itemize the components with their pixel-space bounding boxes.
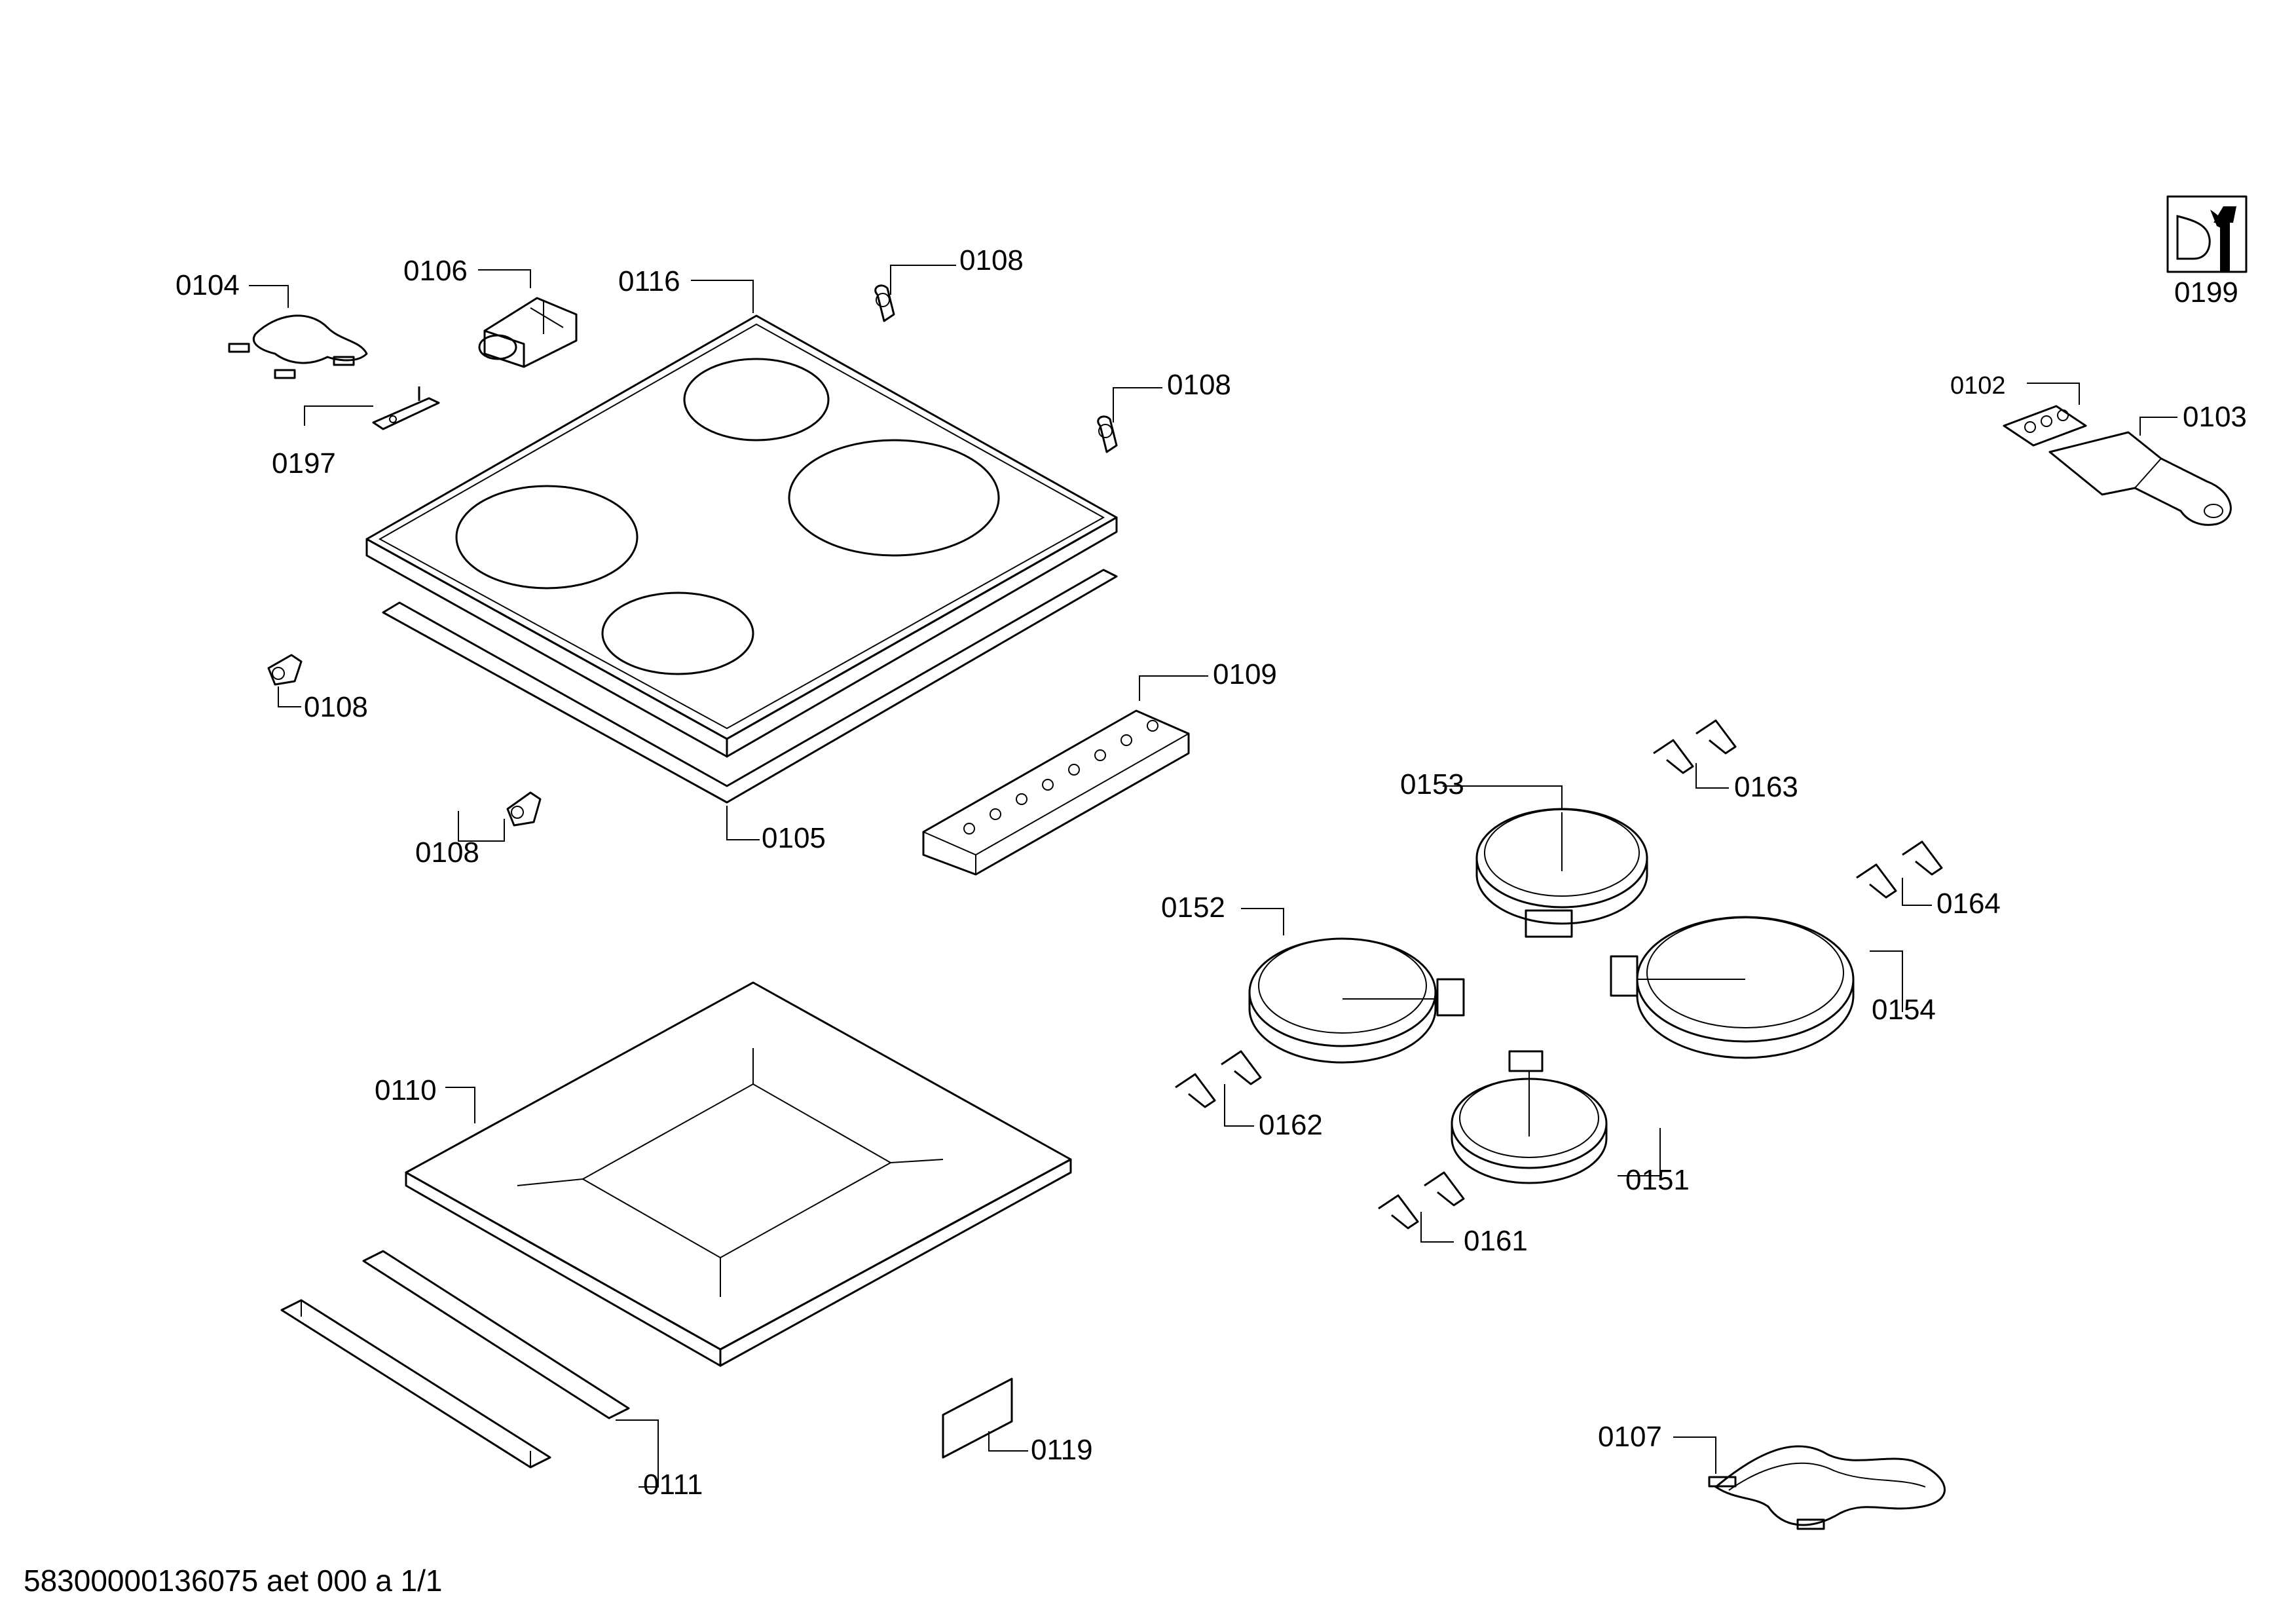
spring-clips-0164 — [1856, 840, 1943, 899]
cooktop-glass-0116 — [365, 314, 1118, 758]
label-0116: 0116 — [618, 265, 680, 297]
label-0119: 0119 — [1031, 1434, 1093, 1466]
label-0152: 0152 — [1161, 891, 1225, 924]
frame-seal-0105 — [382, 569, 1118, 804]
connector-0106 — [478, 297, 578, 368]
label-0199: 0199 — [2174, 276, 2238, 309]
clip-0197 — [372, 386, 440, 430]
label-0164: 0164 — [1936, 888, 2001, 920]
label-0162: 0162 — [1259, 1109, 1323, 1141]
rail-0111-rear — [362, 1250, 630, 1419]
bracket-0104 — [228, 314, 368, 379]
label-0151: 0151 — [1625, 1164, 1690, 1196]
label-0106: 0106 — [403, 255, 468, 287]
label-0108-right: 0108 — [1167, 369, 1231, 401]
label-0154: 0154 — [1872, 994, 1936, 1026]
leader-lines — [249, 265, 2177, 1488]
label-0108-top: 0108 — [959, 244, 1024, 276]
label-0104: 0104 — [176, 269, 240, 301]
label-0108-bottom: 0108 — [415, 836, 479, 869]
label-0161: 0161 — [1464, 1225, 1528, 1257]
label-0103: 0103 — [2183, 401, 2247, 433]
label-plate-0119 — [942, 1378, 1013, 1459]
spring-clips-0162 — [1175, 1050, 1262, 1108]
spring-clips-0161 — [1378, 1171, 1465, 1229]
bottom-tray-0110 — [405, 981, 1072, 1367]
heater-0153 — [1475, 808, 1648, 938]
heater-0152 — [1248, 937, 1465, 1064]
wrench-tool-icon — [2166, 195, 2248, 273]
heater-0154 — [1610, 916, 1855, 1059]
plate-0102 — [2003, 405, 2087, 447]
spring-clips-0163 — [1653, 719, 1737, 774]
label-0102: 0102 — [1950, 372, 2006, 400]
control-module-0109 — [922, 709, 1190, 876]
clip-0108-right — [1097, 415, 1118, 453]
label-0108-left: 0108 — [304, 691, 368, 723]
cable-harness-0107 — [1708, 1445, 1946, 1530]
clip-0108-left — [267, 654, 303, 686]
label-0110: 0110 — [375, 1074, 437, 1106]
label-0111: 0111 — [643, 1469, 703, 1501]
clip-0108-top — [874, 284, 895, 322]
label-0105: 0105 — [762, 822, 826, 854]
label-0197: 0197 — [272, 447, 336, 479]
rail-0111-front — [280, 1299, 551, 1469]
document-footer-id: 58300000136075 aet 000 a 1/1 — [24, 1564, 443, 1598]
service-tool-0103 — [2048, 431, 2232, 526]
label-0163: 0163 — [1734, 771, 1798, 803]
label-0153: 0153 — [1400, 768, 1464, 800]
label-0107: 0107 — [1598, 1421, 1662, 1453]
label-0109: 0109 — [1213, 658, 1277, 690]
clip-0108-bottom — [506, 791, 542, 827]
heater-0151 — [1451, 1050, 1608, 1184]
